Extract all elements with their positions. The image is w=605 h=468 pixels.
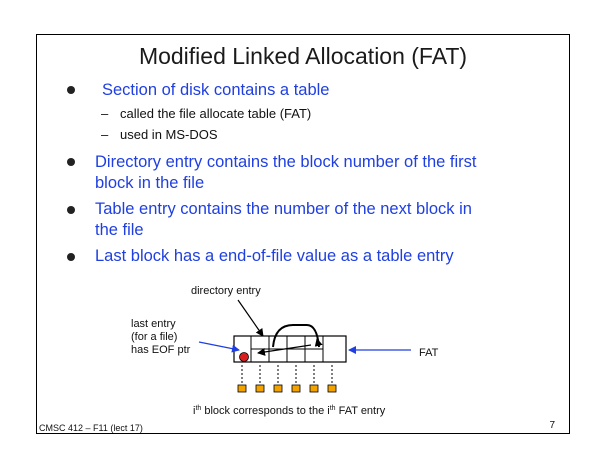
directory-pointer-arrow [237, 299, 264, 337]
sub-bullet-text: called the file allocate table (FAT) [120, 106, 312, 121]
directory-entry-label: directory entry [191, 285, 261, 297]
disk-blocks [237, 384, 337, 393]
sub-bullet-dash: – [101, 127, 109, 142]
last-entry-label: has EOF ptr [131, 344, 191, 356]
fat-label: FAT [419, 347, 439, 359]
fat-diagram: directory entry last entry (for a file) … [131, 285, 439, 417]
bullet-text-continued: the file [95, 221, 144, 239]
fat-link-arrow [257, 344, 312, 356]
bullet-dot [67, 86, 75, 94]
fat-link-arrow [314, 338, 323, 348]
slide-title: Modified Linked Allocation (FAT) [138, 43, 468, 69]
bullet-text: Last block has a end-of-file value as a … [95, 247, 454, 265]
eof-pointer-arrow [198, 341, 240, 353]
last-entry-label: last entry [131, 318, 176, 330]
eof-marker [239, 352, 249, 362]
slide: Modified Linked Allocation (FAT) Section… [36, 34, 570, 434]
bullet-text: Section of disk contains a table [102, 81, 330, 99]
bullet-text: Directory entry contains the block numbe… [95, 153, 477, 171]
fat-table [233, 335, 347, 363]
bullet-text-continued: block in the file [95, 174, 205, 192]
page-number: 7 [549, 420, 555, 431]
sub-bullet-text: used in MS-DOS [120, 127, 218, 142]
footer-course: CMSC 412 – F11 (lect 17) [39, 423, 143, 433]
bullet-dot [67, 158, 75, 166]
bullet-dot [67, 206, 75, 214]
block-connectors [241, 365, 333, 383]
bullet-dot [67, 253, 75, 261]
diagram-caption: ith block corresponds to the ith FAT ent… [193, 405, 386, 417]
bullet-list: Section of disk contains a table – calle… [37, 35, 569, 433]
bullet-text: Table entry contains the number of the n… [95, 200, 472, 218]
last-entry-label: (for a file) [131, 331, 177, 343]
fat-link-arrow [272, 324, 320, 348]
sub-bullet-dash: – [101, 106, 109, 121]
